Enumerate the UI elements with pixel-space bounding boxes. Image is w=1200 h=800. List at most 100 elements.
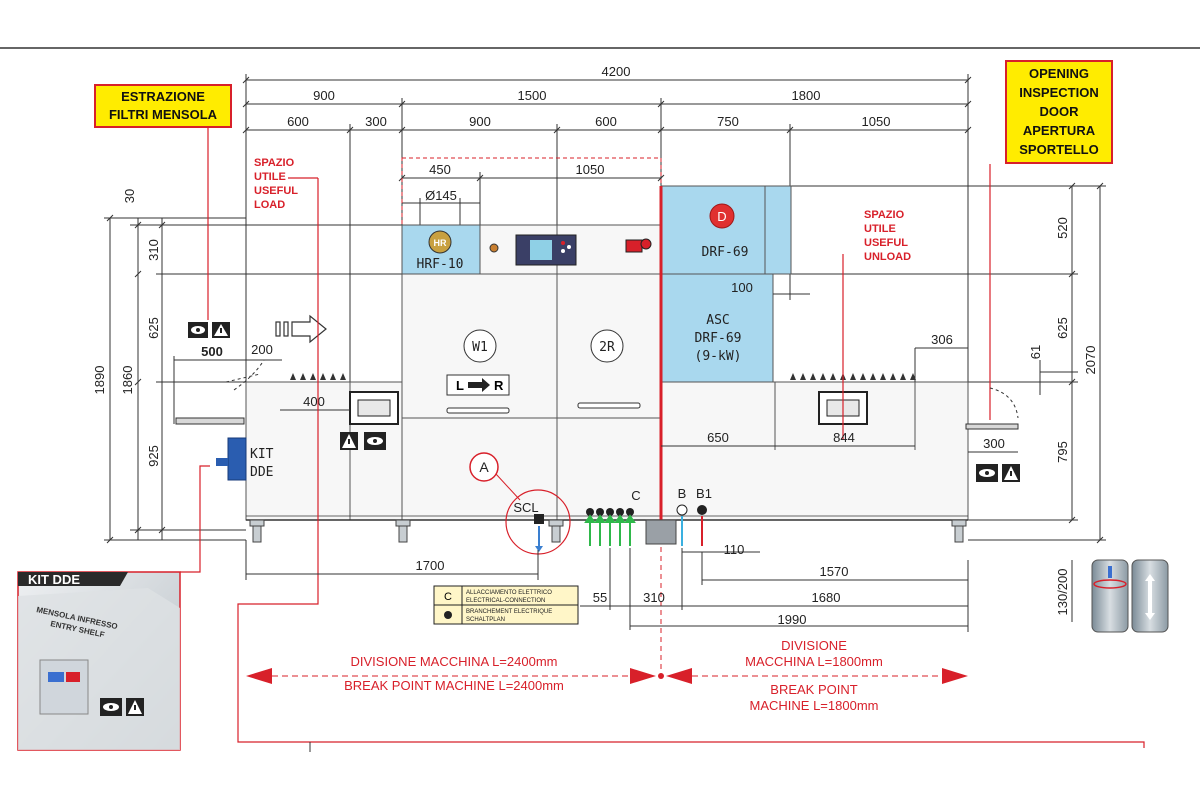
dim-310: 310 [146,239,161,261]
point-b-label: B [678,486,687,501]
point-b1-label: B1 [696,486,712,501]
division-right-line4: MACHINE L=1800mm [750,698,879,713]
dim-520: 520 [1055,217,1070,239]
dim-2070: 2070 [1083,346,1098,375]
dim-625b: 625 [1055,317,1070,339]
division-left-line2: BREAK POINT MACHINE L=2400mm [344,678,564,693]
hr-badge [428,230,452,254]
legend-text-1: ALLACCIAMENTO ELETTRICO [466,590,552,596]
adjustable-foot-inset [1091,559,1169,633]
opening-line5: SPORTELLO [1019,142,1099,157]
unload-label-1: SPAZIO [864,209,905,221]
machine-feet [249,519,967,543]
direction-arrow-icon [468,378,490,392]
water-inlet-b-icon [676,504,688,516]
kit-dde-box [227,437,247,481]
d-badge [709,203,735,229]
kit-dde-inset-title: KIT DDE [28,572,80,587]
d-badge-text: D [717,209,726,224]
dim-900b: 900 [469,114,491,129]
division-arrows [246,668,968,684]
drf-hood [660,185,792,275]
division-right-line2: MACCHINA L=1800mm [745,654,883,669]
dim-400: 400 [303,394,325,409]
hrf-label: HRF-10 [417,257,464,272]
eye-warning-icons-shelf [188,322,230,338]
dim-1500: 1500 [518,88,547,103]
kit-dde-label-2: DDE [250,465,273,480]
division-right-line3: BREAK POINT [770,682,857,697]
machine-body [245,185,969,521]
legend-connector-icon [444,611,452,619]
asc-label-3: (9-kW) [695,349,742,364]
dim-1890: 1890 [92,366,107,395]
drf-label: DRF-69 [702,245,749,260]
bottom-dimension-lines [245,540,969,632]
asc-label-2: DRF-69 [695,331,742,346]
electrical-legend: C ALLACCIAMENTO ELETTRICO ELECTRICAL-CON… [433,585,579,625]
emergency-switch-icon[interactable] [625,238,652,253]
electrical-connectors: C [584,488,677,546]
w1-tank-marker [463,329,497,363]
dim-1050: 1050 [862,114,891,129]
legend-c: C [444,591,452,603]
dim-30: 30 [122,189,137,203]
dim-844: 844 [833,430,855,445]
dim-100: 100 [731,280,753,295]
dim-500: 500 [201,344,223,359]
opening-line2: INSPECTION [1019,85,1099,100]
dim-1050b: 1050 [576,162,605,177]
unload-label-3: USEFUL [864,237,908,249]
estrazione-line1: ESTRAZIONE [121,89,205,104]
load-label-4: LOAD [254,199,285,211]
dim-1990: 1990 [778,612,807,627]
direction-l: L [456,378,464,393]
conveyor-rollers [290,373,916,380]
red-leader-lines [180,128,1145,748]
dim-55: 55 [593,590,607,605]
dim-61: 61 [1028,345,1043,359]
unload-label-4: UNLOAD [864,251,911,263]
dim-1680: 1680 [812,590,841,605]
opening-line3: DOOR [1039,104,1079,119]
dim-300: 300 [365,114,387,129]
scl-connector-icon [534,514,544,524]
dim-306: 306 [931,332,953,347]
dim-750: 750 [717,114,739,129]
vertical-dimension-lines [104,182,1106,622]
dim-450: 450 [429,162,451,177]
dim-300b: 300 [983,436,1005,451]
load-label-2: UTILE [254,171,286,183]
opening-inspection-label: OPENING INSPECTION DOOR APERTURA SPORTEL… [1005,60,1113,164]
estrazione-filtri-label: ESTRAZIONE FILTRI MENSOLA [94,84,232,128]
point-a-label: A [479,459,489,475]
load-label-1: SPAZIO [254,157,295,169]
dim-1570: 1570 [820,564,849,579]
dim-900: 900 [313,88,335,103]
dim-925: 925 [146,445,161,467]
dim-625a: 625 [146,317,161,339]
hr-badge-text: HR [434,238,447,248]
division-left-line1: DIVISIONE MACCHINA L=2400mm [351,654,558,669]
main-display[interactable] [515,234,577,266]
kit-dde-inset: KIT DDE MENSOLA INFRESSO ENTRY SHELF [17,571,181,751]
load-label-3: USEFUL [254,185,298,197]
point-a-marker [469,452,499,482]
dim-600b: 600 [595,114,617,129]
dim-795: 795 [1055,441,1070,463]
w1-label: W1 [472,340,488,355]
2r-tank-marker [590,329,624,363]
control-panel-left [349,391,399,425]
legend-text-3: BRANCHEMENT ELECTRIQUE [466,609,552,615]
legend-text-2: ELECTRICAL-CONNECTION [466,598,545,604]
direction-r: R [494,378,504,393]
right-dimension-lines [661,293,1018,453]
dim-1800: 1800 [792,88,821,103]
dim-1700: 1700 [416,558,445,573]
connector-c-label: C [631,488,640,503]
unload-label-2: UTILE [864,223,896,235]
dim-4200: 4200 [602,64,631,79]
estrazione-line2: FILTRI MENSOLA [108,107,218,122]
